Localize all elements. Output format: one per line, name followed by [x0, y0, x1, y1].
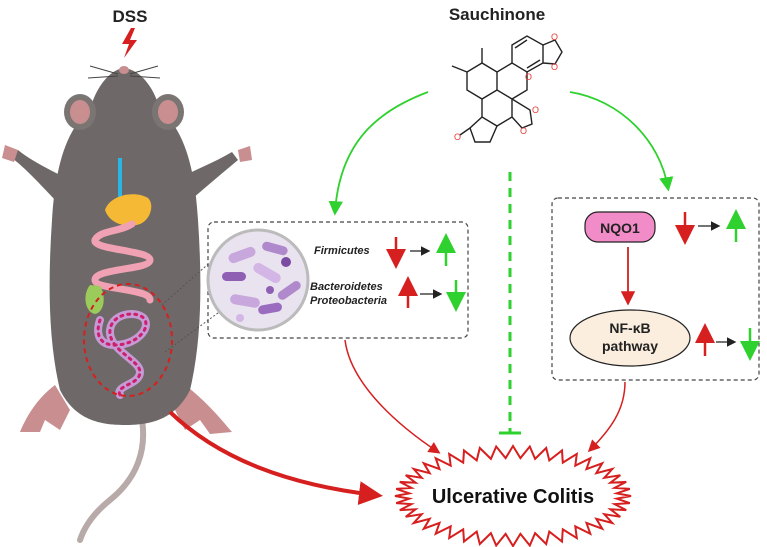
firmicutes-label: Firmicutes [314, 245, 370, 257]
proteobacteria-label: Proteobacteria [310, 295, 387, 307]
nfkb-label-line2: pathway [602, 338, 658, 354]
svg-text:O: O [551, 32, 558, 42]
sauchinone-structure [451, 35, 563, 143]
mouse-to-uc-arrow [168, 410, 383, 506]
nqo1-label: NQO1 [600, 220, 640, 236]
bacteroidetes-label: Bacteroidetes [310, 281, 383, 293]
arrow-to-microbiota [328, 91, 429, 216]
nfkb-label-line1: NF-κB [609, 320, 650, 336]
ulcerative-colitis-burst [394, 444, 632, 547]
nqo1-box [551, 197, 760, 381]
mouse-illustration [2, 65, 252, 543]
microbiota-to-uc-arrow [344, 339, 441, 454]
nfkb-to-uc-arrow [587, 381, 626, 453]
svg-text:O: O [520, 126, 527, 136]
arrow-to-nqo1-box [569, 91, 674, 192]
oxygen-atoms: O O O O O O [454, 32, 558, 142]
bacteria-lens [206, 228, 310, 332]
sauchinone-label: Sauchinone [449, 5, 545, 24]
dss-label: DSS [113, 7, 148, 26]
nfkb-node [569, 309, 691, 367]
svg-text:O: O [551, 62, 558, 72]
ulcerative-colitis-label: Ulcerative Colitis [432, 486, 594, 508]
nqo1-node [584, 211, 656, 243]
lightning-bolt-icon [122, 28, 137, 58]
svg-text:O: O [525, 72, 532, 82]
svg-text:O: O [532, 105, 539, 115]
svg-text:O: O [454, 132, 461, 142]
